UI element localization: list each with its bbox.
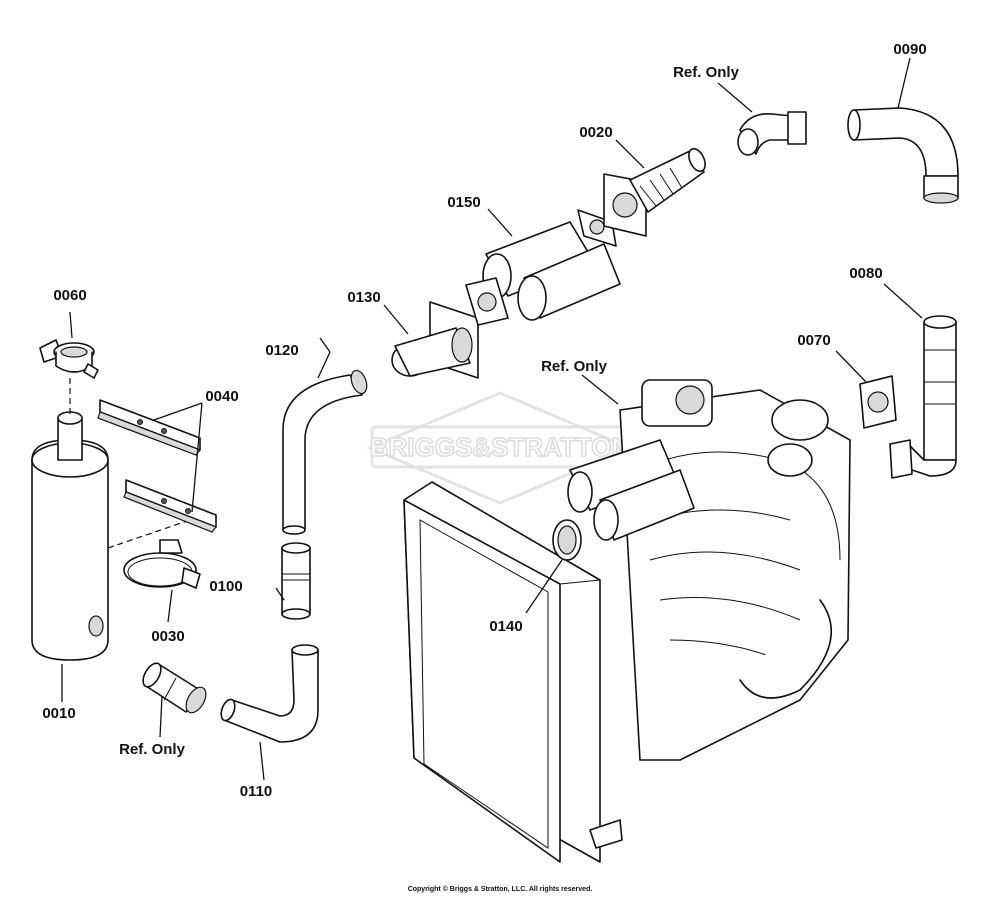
part-0110-lower-bend-pipe — [220, 644, 319, 743]
part-0150-aftertreatment — [465, 209, 621, 326]
callout-ref-only-mid: Ref. Only — [541, 358, 608, 375]
callout-0040: 0040 — [205, 388, 238, 405]
callout-0020: 0020 — [579, 124, 612, 141]
callout-0140: 0140 — [489, 618, 522, 635]
ref-coupler-lower — [142, 662, 207, 714]
callout-0030: 0030 — [151, 628, 184, 645]
part-0030-band-clamp — [123, 539, 201, 589]
part-0090-elbow — [847, 107, 959, 204]
part-0070-gasket — [859, 375, 897, 429]
callout-0060: 0060 — [53, 287, 86, 304]
briggs-stratton-watermark: BRIGGS&STRATTON — [366, 391, 634, 505]
engine-assembly — [403, 379, 851, 863]
part-0010-muffler — [31, 378, 191, 661]
ref-elbow-top — [737, 111, 807, 156]
watermark-text: BRIGGS&STRATTON — [370, 432, 630, 462]
callout-0150: 0150 — [447, 194, 480, 211]
part-0120-bend-pipe — [282, 369, 368, 535]
callout-0100: 0100 — [209, 578, 242, 595]
part-0040-bracket-upper — [97, 399, 201, 456]
callout-ref-only-top: Ref. Only — [673, 64, 740, 81]
part-0080-vertical-pipe — [889, 315, 957, 479]
callout-0090: 0090 — [893, 41, 926, 58]
copyright-notice: Copyright © Briggs & Stratton, LLC. All … — [407, 886, 593, 893]
part-0040-bracket-lower — [123, 479, 217, 533]
callout-0080: 0080 — [849, 265, 882, 282]
part-0020-flex-bellows — [603, 147, 706, 237]
leader-lines — [61, 57, 923, 781]
callout-0010: 0010 — [42, 705, 75, 722]
part-0130-flange-pipe — [391, 301, 479, 379]
callout-ref-only-lower: Ref. Only — [119, 741, 186, 758]
callout-0120: 0120 — [265, 342, 298, 359]
part-0100-short-pipe — [281, 542, 311, 620]
callout-0070: 0070 — [797, 332, 830, 349]
part-0060-rain-cap — [39, 339, 99, 379]
callout-0130: 0130 — [347, 289, 380, 306]
callout-labels: 0060 0040 0030 0010 0120 0100 0110 Ref. … — [42, 41, 926, 800]
callout-0110: 0110 — [240, 783, 273, 800]
